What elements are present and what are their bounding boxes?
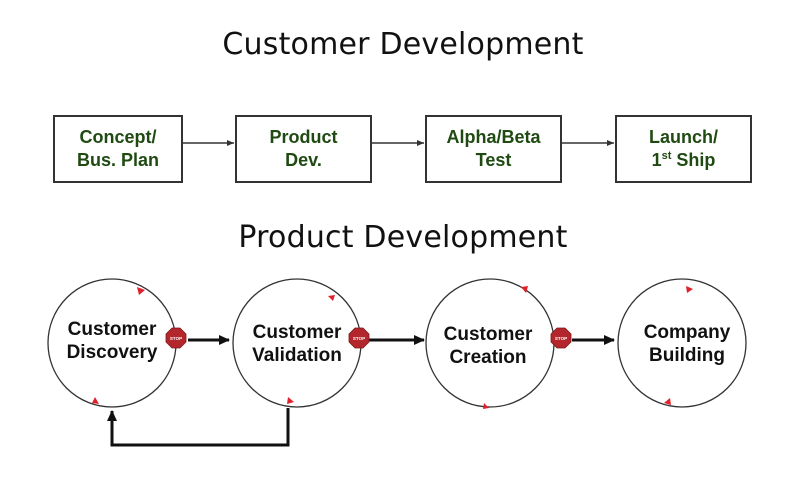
cycle-arrow-icon <box>92 397 99 404</box>
stop-sign-label: STOP <box>170 336 182 341</box>
stage-label: Launch/ 1st Ship <box>648 127 718 170</box>
feedback-loop-arrow <box>107 408 290 447</box>
customer-development-title: Customer Development <box>222 27 584 62</box>
cycle-arrow-icon <box>483 403 489 409</box>
product-development-title: Product Development <box>238 220 568 255</box>
stage-label: Concept/ Bus. Plan <box>76 127 160 170</box>
stage-box-product-dev: Product Dev. <box>235 115 372 183</box>
stop-sign-label: STOP <box>555 336 567 341</box>
stage-label: Alpha/Beta Test <box>446 127 541 170</box>
stop-sign-icon-1: STOP <box>165 327 187 349</box>
cycle-arrow-icons <box>92 286 693 409</box>
cycle-arrow-icon <box>686 286 693 293</box>
stage-box-alpha-beta: Alpha/Beta Test <box>425 115 562 183</box>
cycle-arrow-icon <box>328 295 335 301</box>
cycle-arrow-icon <box>664 398 671 405</box>
stop-sign-label: STOP <box>353 336 365 341</box>
circle-label-customer-creation: Customer Creation <box>443 324 533 368</box>
circle-label-customer-discovery: Customer Discovery <box>66 319 158 363</box>
stage-label: Product Dev. <box>269 127 338 170</box>
circle-label-company-building: Company Building <box>643 322 731 366</box>
stop-sign-icon-3: STOP <box>550 327 572 349</box>
stage-box-launch: Launch/ 1st Ship <box>615 115 752 183</box>
cycle-arrow-icon <box>521 286 528 293</box>
circle-company-building <box>617 278 747 408</box>
cycle-arrow-icon <box>287 397 294 404</box>
stop-sign-icon-2: STOP <box>348 327 370 349</box>
cycle-arrow-icon <box>137 287 145 295</box>
stage-box-concept: Concept/ Bus. Plan <box>53 115 183 183</box>
circle-label-customer-validation: Customer Validation <box>252 322 342 366</box>
